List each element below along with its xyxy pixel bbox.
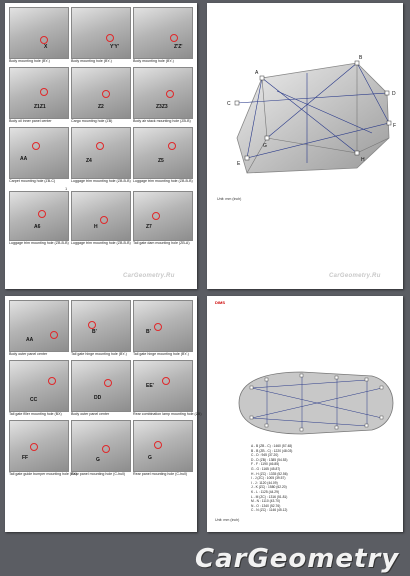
caption-1: Body mounting hole (BY-) [9, 59, 50, 63]
caption-3: Body mounting hole (BY-) [133, 59, 174, 63]
photo-cell-1: AA [9, 300, 69, 352]
caption-3: Tail gate hinge mounting hole (BY-) [133, 352, 189, 356]
photo-cell-7: AA [9, 127, 69, 179]
dimension-row: C - N (ZC) : 1146 (45.12) [251, 508, 288, 513]
caption-9: Rear panel mounting hole (C-hull) [133, 472, 187, 476]
point-label-a: A [255, 70, 259, 76]
page-3: AA B' B' Body outer panel center Tail ga… [5, 296, 202, 532]
caption-1: Body outer panel center [9, 352, 48, 356]
page-2: A B C D E F G H Unit: mm (inch) CarGeome… [207, 3, 403, 289]
point-label-b: B [359, 55, 363, 61]
photo-cell-4: CC [9, 360, 69, 412]
unit-note: Unit: mm (inch) [215, 518, 240, 522]
photo-cell-3: B' [133, 300, 193, 352]
photo-cell-1: X [9, 7, 69, 59]
caption-4: Tail gate filler mounting hole (BX) [9, 412, 62, 416]
dimension-row: A - B (ZB - C) : 1460 (57.48) [251, 444, 293, 448]
caption-4: Body oil inner panel center [9, 119, 52, 123]
dims-title: DIMS [215, 300, 225, 305]
photo-cell-11: H [71, 191, 131, 241]
photo-cell-8: G [71, 420, 131, 472]
watermark: CarGeometry.Ru [123, 273, 175, 279]
point-label-g: G [263, 143, 267, 149]
photo-cell-6: EE' [133, 360, 193, 412]
point-label-d: D [392, 91, 396, 97]
caption-11: Luggage trim mounting hole (ZB-B-B) [71, 241, 131, 245]
dimension-row: I - J (ZC) : 1005 (39.57) [251, 476, 286, 481]
photo-cell-12: Z7 [133, 191, 193, 241]
page-1: X Y'Y' Z'Z' Body mounting hole (BY-) Bod… [5, 3, 197, 289]
photo-cell-4: Z1Z1 [9, 67, 69, 119]
dimension-list: A - B (ZB - C) : 1460 (57.48)B - B (ZB -… [251, 444, 292, 513]
caption-9: Luggage trim mounting hole (ZB-B-B) [133, 179, 193, 183]
dimension-row: C - D : 945 (37.20) [251, 453, 279, 458]
photo-cell-8: Z4 [71, 127, 131, 179]
photo-cell-2: Y'Y' [71, 7, 131, 59]
dimension-row: I - J : 1120 (44.09) [251, 480, 278, 485]
dimension-row: J - K (ZC) : 1580 (62.20) [251, 485, 287, 490]
photo-cell-9: Z5 [133, 127, 193, 179]
caption-8: Luggage trim mounting hole (ZB-B-B) [71, 179, 131, 183]
underbody-diagram [238, 371, 394, 435]
caption-7: Carpet mounting hole (ZB-C) [9, 179, 56, 183]
dimension-row: L - M (ZC) : 1316 (51.81) [251, 494, 288, 499]
caption-6: Rear combination lamp mounting hole (ZB) [133, 412, 202, 416]
caption-2: Tail gate hinge mounting hole (BY-) [71, 352, 127, 356]
caption-6: Body air stack mounting hole (ZB-B) [133, 119, 191, 123]
photo-cell-9: G [133, 420, 193, 472]
dimension-row: F - F : 1190 (46.85) [251, 462, 280, 467]
caption-5: Body outer panel center [71, 412, 110, 416]
photo-cell-2: B' [71, 300, 131, 352]
dimension-row: H - H (ZC) : 1335 (52.56) [251, 471, 288, 476]
page-4: DIMS A - B (ZB - C) : 1460 (57.48)B - B … [207, 296, 403, 532]
unit-note: Unit: mm (inch) [217, 197, 242, 201]
point-label-f: F [393, 123, 396, 129]
brand-logo: CarGeometry [195, 544, 400, 574]
photo-cell-3: Z'Z' [133, 7, 193, 59]
page-number: 1 [65, 186, 68, 191]
caption-5: Cargo mounting hole (ZB) [71, 119, 113, 123]
watermark: CarGeometry.Ru [329, 273, 381, 279]
photo-cell-5: Z2 [71, 67, 131, 119]
caption-10: Luggage trim mounting hole (ZB-B-B) [9, 241, 69, 245]
dimension-row: B - B (ZB - C) : 1220 (48.03) [251, 448, 293, 453]
caption-8: Rear panel mounting hole (C-hull) [71, 472, 125, 476]
dimension-row: D - D (ZB) : 1385 (54.53) [251, 457, 288, 462]
body-frame-diagram: A B C D E F G H [227, 55, 396, 174]
point-label-h: H [361, 157, 365, 163]
photo-cell-5: DD [71, 360, 131, 412]
photo-cell-10: A6 [9, 191, 69, 241]
caption-2: Body mounting hole (BY-) [71, 59, 112, 63]
caption-12: Tail gate dam mounting hole (ZB-A) [133, 241, 190, 245]
dimension-row: G - G : 1165 (45.87) [251, 466, 281, 471]
dimension-row: N - O : 1340 (52.76) [251, 503, 281, 508]
point-label-e: E [237, 161, 241, 167]
dimension-row: M - N : 1110 (43.70) [251, 499, 281, 504]
photo-cell-6: Z3Z3 [133, 67, 193, 119]
photo-cell-7: FF [9, 420, 69, 472]
caption-7: Tail gate guide bumper mounting hole (BX… [9, 472, 78, 476]
dimension-row: K - L : 1125 (44.29) [251, 489, 280, 494]
point-label-c: C [227, 101, 231, 107]
